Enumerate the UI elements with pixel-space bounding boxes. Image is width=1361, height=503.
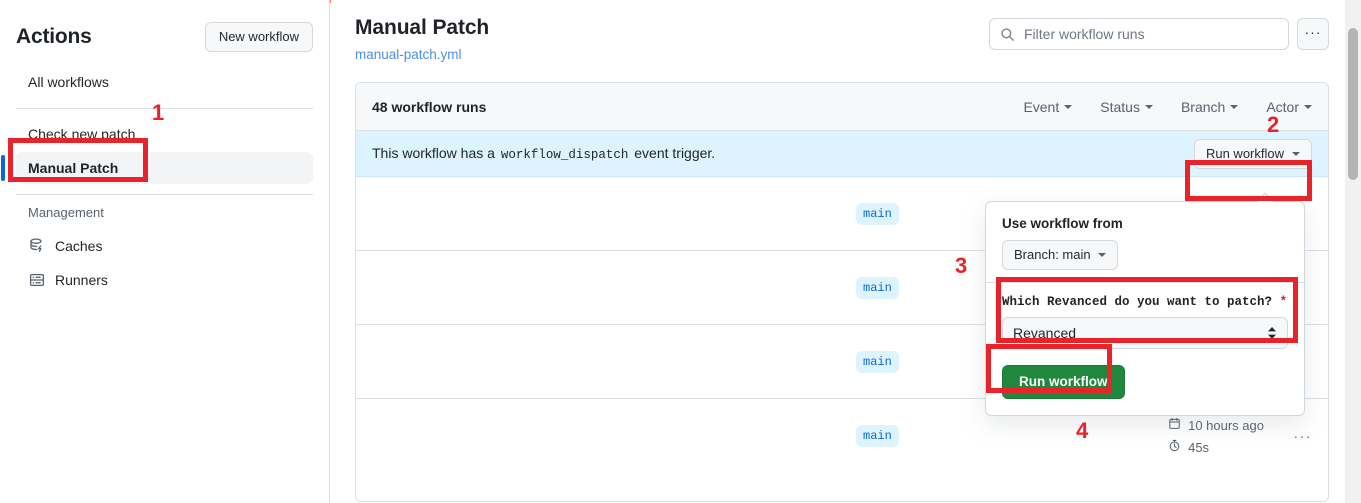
- branch-badge[interactable]: main: [856, 202, 899, 225]
- sidebar-item-label: Runners: [55, 272, 108, 288]
- page-title: Actions: [16, 25, 92, 48]
- branch-badge[interactable]: main: [856, 276, 899, 299]
- search-input[interactable]: [1024, 26, 1278, 42]
- filter-event-label: Event: [1023, 98, 1060, 115]
- search-icon: [1000, 27, 1015, 42]
- sidebar-item-check-new-patch[interactable]: Check new patch: [16, 118, 313, 150]
- table-row[interactable]: main 10 hours ago: [356, 399, 1328, 473]
- select-updown-icon: [1267, 326, 1277, 340]
- actions-sidebar: Actions New workflow All workflows Check…: [0, 0, 330, 503]
- run-date: 10 hours ago: [1168, 417, 1264, 433]
- sidebar-item-caches[interactable]: Caches: [16, 230, 313, 262]
- chevron-down-icon: [1230, 104, 1239, 109]
- popover-actions: Run workflow: [986, 353, 1304, 415]
- sidebar-item-label: Check new patch: [28, 126, 136, 142]
- run-filters: Event Status Branch Actor: [1023, 99, 1312, 115]
- header-actions: ···: [989, 18, 1329, 50]
- use-workflow-from-label: Use workflow from: [1002, 216, 1123, 231]
- sidebar-item-all-workflows[interactable]: All workflows: [16, 66, 313, 98]
- workflow-title: Manual Patch: [355, 16, 490, 39]
- sidebar-header: Actions New workflow: [16, 0, 313, 52]
- sidebar-item-label: Manual Patch: [28, 160, 119, 176]
- filter-actor-label: Actor: [1266, 98, 1299, 115]
- page-scrollbar-track[interactable]: [1345, 0, 1361, 503]
- sidebar-section-management: Management: [28, 205, 104, 220]
- workflow-input-field: Which Revanced do you want to patch? * R…: [986, 283, 1304, 353]
- run-duration: 45s: [1168, 439, 1264, 455]
- runners-icon: [28, 271, 46, 289]
- filter-branch[interactable]: Branch: [1180, 98, 1239, 115]
- stopwatch-icon: [1168, 439, 1181, 455]
- sidebar-divider-1: [16, 108, 313, 109]
- sidebar-item-label: All workflows: [28, 74, 109, 90]
- table-row[interactable]: main: [356, 177, 1328, 251]
- sidebar-divider-2: [16, 194, 313, 195]
- workflow-input-label-text: Which Revanced do you want to patch?: [1002, 295, 1273, 309]
- sidebar-item-label: Caches: [55, 238, 103, 254]
- run-duration-text: 45s: [1188, 439, 1210, 455]
- run-workflow-popover: Use workflow from Branch: main Which Rev…: [985, 192, 1305, 416]
- workflow-runs-card: 48 workflow runs Event Status Branch: [355, 82, 1329, 502]
- run-workflow-dropdown-button[interactable]: Run workflow: [1193, 138, 1312, 169]
- chevron-down-icon: [1064, 104, 1073, 109]
- workflow-runs-header: 48 workflow runs Event Status Branch: [356, 83, 1328, 131]
- run-meta: 10 hours ago 45s: [1168, 417, 1264, 455]
- workflow-input-label: Which Revanced do you want to patch? *: [1002, 295, 1288, 309]
- more-options-button[interactable]: ···: [1297, 18, 1329, 50]
- workflow-header-text: Manual Patch manual-patch.yml: [355, 14, 489, 62]
- filter-event[interactable]: Event: [1023, 98, 1073, 115]
- branch-badge[interactable]: main: [856, 425, 899, 447]
- run-workflow-dropdown-label: Run workflow: [1205, 145, 1284, 161]
- revanced-select[interactable]: Revanced: [1002, 317, 1288, 349]
- submit-run-workflow-button[interactable]: Run workflow: [1002, 365, 1125, 399]
- required-marker: *: [1279, 295, 1288, 309]
- dispatch-event-code: workflow_dispatch: [500, 148, 629, 162]
- calendar-icon: [1168, 417, 1181, 433]
- sidebar-item-manual-patch[interactable]: Manual Patch: [1, 152, 313, 184]
- cache-icon: [28, 237, 46, 255]
- dispatch-banner-text: This workflow has a workflow_dispatch ev…: [372, 145, 715, 162]
- new-workflow-button[interactable]: New workflow: [204, 22, 313, 52]
- workflow-runs-count: 48 workflow runs: [372, 98, 487, 115]
- popover-divider: [986, 282, 1304, 283]
- run-date-text: 10 hours ago: [1188, 417, 1264, 433]
- dispatch-text-before: This workflow has a: [372, 145, 495, 161]
- filter-status-label: Status: [1100, 98, 1140, 115]
- use-workflow-from-section: Use workflow from Branch: main: [986, 202, 1304, 282]
- chevron-down-icon: [1304, 104, 1312, 109]
- sidebar-item-runners[interactable]: Runners: [16, 264, 313, 296]
- table-row[interactable]: main: [356, 251, 1328, 325]
- filter-status[interactable]: Status: [1100, 99, 1153, 115]
- main-content: Manual Patch manual-patch.yml ···: [331, 0, 1345, 503]
- page-scrollbar-thumb[interactable]: [1348, 28, 1358, 180]
- workflow-dispatch-banner: This workflow has a workflow_dispatch ev…: [356, 131, 1328, 177]
- chevron-down-icon: [1144, 104, 1153, 109]
- filter-workflow-runs-box[interactable]: [989, 18, 1289, 50]
- row-more-options-button[interactable]: ···: [1293, 428, 1312, 444]
- workflow-nav-list: All workflows Check new patch Manual Pat…: [1, 66, 313, 296]
- branch-select-label: Branch: main: [1014, 247, 1091, 262]
- dispatch-text-after: event trigger.: [634, 145, 716, 161]
- workflow-header: Manual Patch manual-patch.yml ···: [355, 14, 1329, 62]
- chevron-down-icon: [1097, 253, 1106, 257]
- chevron-down-icon: [1292, 151, 1300, 156]
- workflow-file-link[interactable]: manual-patch.yml: [355, 47, 462, 62]
- revanced-select-value: Revanced: [1013, 325, 1077, 341]
- branch-select-button[interactable]: Branch: main: [1002, 240, 1118, 270]
- branch-badge[interactable]: main: [856, 350, 899, 373]
- filter-actor[interactable]: Actor: [1266, 99, 1312, 115]
- filter-branch-label: Branch: [1180, 98, 1226, 115]
